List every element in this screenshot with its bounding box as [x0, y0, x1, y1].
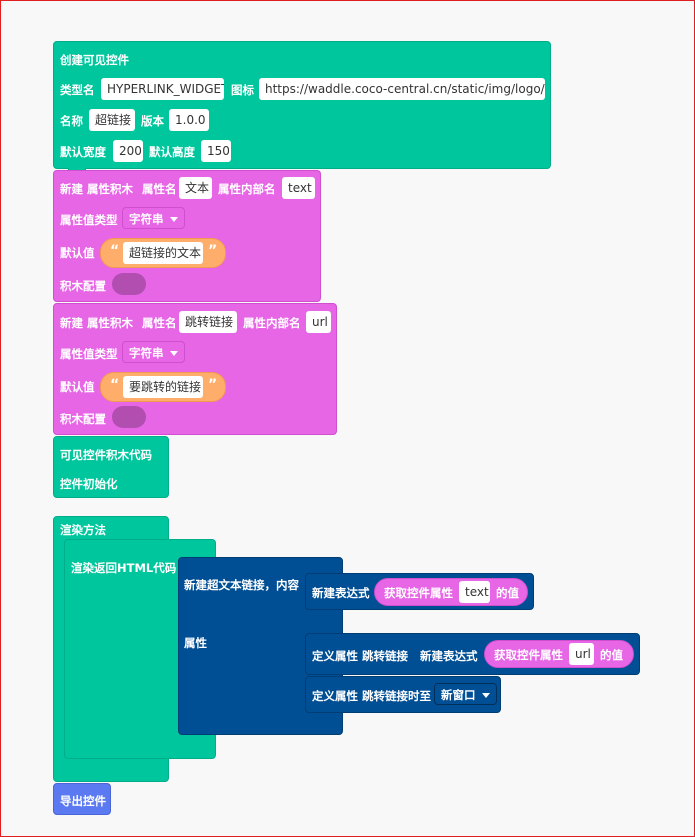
- link-target-value: 新窗口: [441, 688, 476, 702]
- define-attr-link-label: 定义属性 跳转链接: [312, 649, 409, 663]
- default-value-field[interactable]: 要跳转的链接: [123, 376, 203, 398]
- new-expression-label: 新建表达式: [420, 649, 478, 663]
- block-config-label: 积木配置: [60, 412, 106, 426]
- property-type-dropdown[interactable]: 字符串: [122, 207, 185, 229]
- property-block-url[interactable]: 新建 属性积木 属性名 跳转链接 属性内部名 url 属性值类型 字符串 默认值…: [53, 303, 337, 435]
- hyperlink-title: 新建超文本链接，内容: [184, 578, 299, 592]
- new-property-label: 新建 属性积木: [60, 316, 134, 330]
- block-config-slot[interactable]: [112, 273, 146, 295]
- property-name-field[interactable]: 文本: [179, 177, 212, 199]
- version-label: 版本: [141, 114, 164, 128]
- default-height-label: 默认高度: [149, 145, 195, 159]
- render-return-html-label: 渲染返回HTML代码: [71, 561, 177, 575]
- new-property-label: 新建 属性积木: [60, 182, 134, 196]
- default-value-field[interactable]: 超链接的文本: [123, 242, 203, 264]
- version-field[interactable]: 1.0.0: [169, 109, 209, 131]
- widget-init-label: 控件初始化: [60, 477, 118, 491]
- new-expression-block-text[interactable]: 新建表达式 获取控件属性 text 的值: [305, 573, 534, 610]
- default-height-field[interactable]: 150: [201, 140, 231, 162]
- default-value-label: 默认值: [60, 246, 95, 260]
- property-inner-name-field[interactable]: text: [282, 177, 315, 199]
- property-type-value: 字符串: [129, 212, 164, 226]
- hyperlink-attr-label: 属性: [184, 636, 207, 650]
- get-widget-property-suffix: 的值: [496, 586, 519, 600]
- chevron-down-icon: [169, 217, 178, 222]
- default-width-field[interactable]: 200: [113, 140, 143, 162]
- chevron-down-icon: [169, 351, 178, 356]
- property-type-dropdown[interactable]: 字符串: [122, 341, 185, 363]
- icon-label: 图标: [231, 83, 254, 97]
- open-quote-icon: “: [110, 243, 120, 259]
- property-block-text[interactable]: 新建 属性积木 属性名 文本 属性内部名 text 属性值类型 字符串 默认值 …: [53, 170, 321, 302]
- export-widget-block[interactable]: 导出控件: [53, 783, 111, 815]
- export-widget-label: 导出控件: [60, 794, 106, 808]
- property-inner-name-label: 属性内部名: [243, 316, 301, 330]
- widget-code-block[interactable]: 可见控件积木代码 控件初始化: [53, 436, 169, 498]
- name-label: 名称: [60, 114, 83, 128]
- property-type-value: 字符串: [129, 346, 164, 360]
- get-widget-property-block[interactable]: 获取控件属性 text 的值: [374, 578, 528, 606]
- create-widget-block[interactable]: 创建可见控件 类型名 HYPERLINK_WIDGET 图标 https://w…: [53, 41, 551, 175]
- render-method-label: 渲染方法: [60, 523, 106, 537]
- type-name-field[interactable]: HYPERLINK_WIDGET: [101, 78, 224, 100]
- get-widget-property-label: 获取控件属性: [384, 586, 453, 600]
- property-type-label: 属性值类型: [60, 213, 118, 227]
- get-widget-property-field[interactable]: url: [569, 643, 594, 665]
- define-attr-link-target-label: 定义属性 跳转链接时至: [312, 689, 432, 703]
- open-quote-icon: “: [110, 377, 120, 393]
- new-expression-label: 新建表达式: [312, 586, 370, 600]
- property-type-label: 属性值类型: [60, 347, 118, 361]
- property-name-field[interactable]: 跳转链接: [179, 311, 237, 333]
- default-width-label: 默认宽度: [60, 145, 106, 159]
- get-widget-property-field[interactable]: text: [459, 581, 490, 603]
- get-widget-property-block[interactable]: 获取控件属性 url 的值: [484, 640, 634, 668]
- property-inner-name-field[interactable]: url: [306, 311, 331, 333]
- define-attr-link-block[interactable]: 定义属性 跳转链接 新建表达式 获取控件属性 url 的值: [305, 633, 640, 675]
- property-inner-name-label: 属性内部名: [218, 182, 276, 196]
- block-config-label: 积木配置: [60, 279, 106, 293]
- default-value-label: 默认值: [60, 380, 95, 394]
- create-widget-title: 创建可见控件: [60, 53, 129, 67]
- get-widget-property-suffix: 的值: [600, 648, 623, 662]
- block-config-slot[interactable]: [112, 406, 146, 428]
- default-value-string[interactable]: “ 要跳转的链接 ”: [100, 372, 226, 402]
- close-quote-icon: ”: [208, 377, 218, 393]
- get-widget-property-label: 获取控件属性: [494, 648, 563, 662]
- define-attr-link-target-block[interactable]: 定义属性 跳转链接时至 新窗口: [305, 676, 501, 713]
- widget-code-title: 可见控件积木代码: [60, 448, 152, 462]
- type-name-label: 类型名: [60, 83, 95, 97]
- default-value-string[interactable]: “ 超链接的文本 ”: [100, 238, 226, 268]
- property-name-label: 属性名: [142, 182, 177, 196]
- property-name-label: 属性名: [142, 316, 177, 330]
- chevron-down-icon: [481, 693, 490, 698]
- close-quote-icon: ”: [208, 243, 218, 259]
- link-target-dropdown[interactable]: 新窗口: [434, 683, 497, 705]
- name-field[interactable]: 超链接: [89, 109, 135, 131]
- icon-url-field[interactable]: https://waddle.coco-central.cn/static/im…: [259, 78, 545, 100]
